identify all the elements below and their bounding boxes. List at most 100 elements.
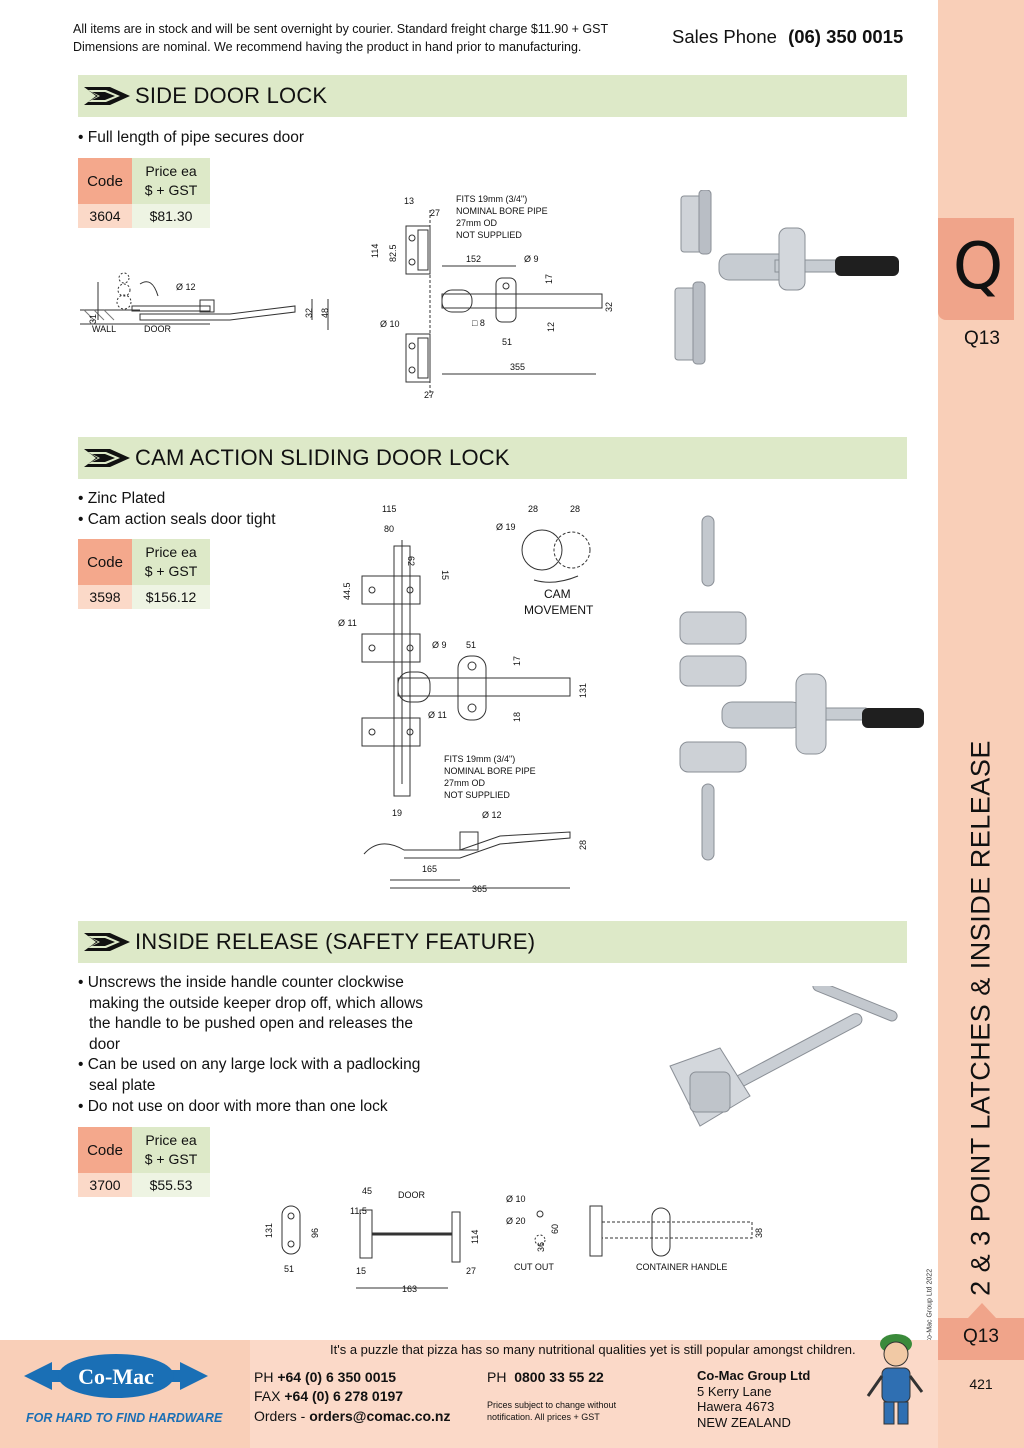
footer-orders: Orders - orders@comac.co.nz bbox=[254, 1408, 451, 1424]
dim-label: 31 bbox=[88, 314, 98, 324]
bullet-list: Full length of pipe secures door bbox=[78, 128, 378, 149]
price-header: Price ea $ + GST bbox=[132, 1127, 210, 1173]
dim-label: 44.5 bbox=[342, 582, 352, 600]
fits-label-3: 27mm OD bbox=[444, 778, 486, 788]
fax-number: +64 (0) 6 278 0197 bbox=[284, 1388, 404, 1404]
fits-label-2: NOMINAL BORE PIPE bbox=[444, 766, 536, 776]
section-tab bbox=[938, 218, 1014, 320]
header-note-line2: Dimensions are nominal. We recommend hav… bbox=[73, 40, 582, 54]
freephone-label: PH bbox=[487, 1369, 507, 1385]
dim-label: 80 bbox=[384, 524, 394, 534]
sales-phone: Sales Phone (06) 350 0015 bbox=[672, 26, 903, 48]
dim-label: 15 bbox=[356, 1266, 366, 1276]
price-header-line1: Price ea bbox=[145, 1132, 197, 1148]
fits-label-1: FITS 19mm (3/4") bbox=[456, 194, 527, 204]
price-table: Code Price ea$ + GST 3598 $156.12 bbox=[78, 539, 210, 609]
dim-label: Ø 9 bbox=[432, 640, 447, 650]
bullet-list: Zinc Plated Cam action seals door tight bbox=[78, 489, 358, 530]
dim-label: 45 bbox=[362, 1186, 372, 1196]
dim-label: 13 bbox=[404, 196, 414, 206]
wall-label: WALL bbox=[92, 324, 116, 334]
dim-label: □ 8 bbox=[472, 318, 485, 328]
address-line1: 5 Kerry Lane bbox=[697, 1383, 772, 1399]
fits-label-3: 27mm OD bbox=[456, 218, 498, 228]
dim-label: 114 bbox=[470, 1230, 480, 1244]
dim-label: 48 bbox=[320, 308, 330, 318]
dim-label: 18 bbox=[512, 712, 522, 722]
address-line3: NEW ZEALAND bbox=[697, 1414, 791, 1430]
orders-label: Orders - bbox=[254, 1408, 306, 1424]
arrow-icon bbox=[84, 87, 130, 105]
dim-label: 152 bbox=[466, 254, 481, 264]
prices-note-line1: Prices subject to change without bbox=[487, 1400, 617, 1410]
dim-label: 114 bbox=[370, 244, 380, 258]
dim-label: 38 bbox=[754, 1228, 764, 1238]
footer-freephone: PH 0800 33 55 22 bbox=[487, 1369, 604, 1385]
cam-movement-drawing: 28 28 Ø 19 CAM MOVEMENT bbox=[496, 504, 594, 617]
inside-release-drawing: 131 96 51 45 DOOR 11.5 114 15 27 163 Ø 1… bbox=[264, 1186, 764, 1294]
product-price: $55.53 bbox=[132, 1173, 210, 1197]
dim-label: 32 bbox=[604, 302, 614, 312]
arrow-icon bbox=[84, 449, 130, 467]
dim-label: Ø 19 bbox=[496, 522, 516, 532]
fits-label-4: NOT SUPPLIED bbox=[444, 790, 510, 800]
side-door-lock-drawing: 13 27 FITS 19mm (3/4") NOMINAL BORE PIPE… bbox=[370, 194, 614, 400]
bullet-item: Do not use on door with more than one lo… bbox=[78, 1097, 433, 1118]
phone-label: PH bbox=[254, 1369, 274, 1385]
dim-label: 12 bbox=[546, 322, 556, 332]
bullet-item: Can be used on any large lock with a pad… bbox=[78, 1055, 433, 1096]
header-note-line1: All items are in stock and will be sent … bbox=[73, 22, 609, 36]
section-title: CAM ACTION SLIDING DOOR LOCK bbox=[135, 445, 510, 470]
dim-label: 51 bbox=[502, 337, 512, 347]
fits-label-2: NOMINAL BORE PIPE bbox=[456, 206, 548, 216]
dim-label: 355 bbox=[510, 362, 525, 372]
dim-label: 96 bbox=[310, 1228, 320, 1238]
page-code-bottom: Q13 bbox=[963, 1326, 999, 1347]
arrow-icon bbox=[84, 933, 130, 951]
dim-label: 28 bbox=[570, 504, 580, 514]
code-header: Code bbox=[78, 539, 132, 585]
section-title: SIDE DOOR LOCK bbox=[135, 83, 328, 108]
fax-label: FAX bbox=[254, 1388, 281, 1404]
section-title: INSIDE RELEASE (SAFETY FEATURE) bbox=[135, 929, 536, 954]
header-note: All items are in stock and will be sent … bbox=[73, 20, 608, 56]
product-code: 3598 bbox=[78, 585, 132, 609]
price-header: Price ea$ + GST bbox=[132, 158, 210, 204]
side-profile-drawing: 31 Ø 12 32 48 WALL DOOR bbox=[80, 272, 330, 334]
dim-label: 365 bbox=[472, 884, 487, 894]
dim-label: 131 bbox=[264, 1223, 274, 1238]
door-label: DOOR bbox=[144, 324, 172, 334]
dim-label: Ø 11 bbox=[338, 618, 357, 628]
section-letter: Q bbox=[952, 230, 1004, 304]
footer-phone: PH +64 (0) 6 350 0015 bbox=[254, 1369, 396, 1385]
price-header: Price ea$ + GST bbox=[132, 539, 210, 585]
dim-label: 27 bbox=[424, 390, 434, 400]
section-bar-side-door-lock: SIDE DOOR LOCK bbox=[78, 75, 907, 117]
freephone-number: 0800 33 55 22 bbox=[514, 1369, 604, 1385]
sales-phone-label: Sales Phone bbox=[672, 26, 777, 47]
phone-number: +64 (0) 6 350 0015 bbox=[277, 1369, 397, 1385]
bullet-item: Full length of pipe secures door bbox=[78, 128, 378, 149]
inside-release-photo bbox=[669, 986, 898, 1127]
code-header: Code bbox=[78, 158, 132, 204]
dim-label: 163 bbox=[402, 1284, 417, 1294]
dim-label: 51 bbox=[284, 1264, 294, 1274]
footer-fax: FAX +64 (0) 6 278 0197 bbox=[254, 1388, 403, 1404]
prices-note-line2: notification. All prices + GST bbox=[487, 1412, 600, 1422]
cam-lock-drawing: 115 80 62 15 44.5 Ø 11 Ø 9 51 17 131 Ø 1… bbox=[338, 504, 588, 818]
page-code-top: Q13 bbox=[964, 328, 1000, 349]
fits-label-1: FITS 19mm (3/4") bbox=[444, 754, 515, 764]
address-line2: Hawera 4673 bbox=[697, 1399, 775, 1414]
comac-logo[interactable]: Co-Mac bbox=[24, 1348, 208, 1408]
dim-label: 51 bbox=[466, 640, 476, 650]
prices-note: Prices subject to change without notific… bbox=[487, 1399, 616, 1423]
dim-label: Ø 12 bbox=[482, 810, 502, 820]
price-table: Code Price ea$ + GST 3700 $55.53 bbox=[78, 1127, 210, 1197]
orders-email[interactable]: orders@comac.co.nz bbox=[309, 1408, 451, 1424]
dim-label: 36 bbox=[536, 1242, 546, 1252]
price-header-line2: $ + GST bbox=[144, 1151, 198, 1167]
cam-side-profile-drawing: Ø 12 28 165 365 bbox=[363, 810, 588, 894]
product-code: 3604 bbox=[78, 204, 132, 228]
dim-label: Ø 12 bbox=[176, 282, 196, 292]
side-door-lock-photo bbox=[674, 190, 899, 365]
